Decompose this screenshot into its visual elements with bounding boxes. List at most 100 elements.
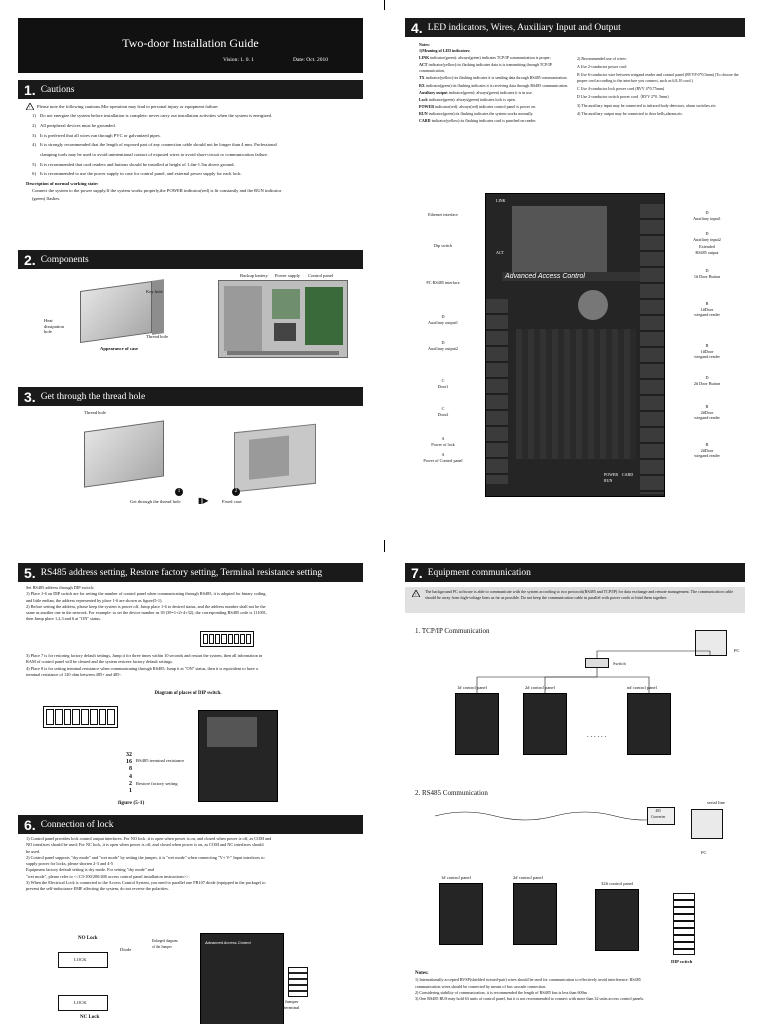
- rs485-line: then Jump place 1,2,3 and 6 at "ON" stat…: [26, 616, 101, 622]
- guide-title: Two-door Installation Guide: [122, 36, 259, 50]
- label-rs485-terminal: RS485 terminal resistance: [136, 758, 185, 763]
- page-gutter-top: [384, 0, 385, 10]
- board-right-label: B 1#Door wiegand reader: [694, 343, 720, 359]
- caution-item: clamping tools may be used to avoid unin…: [26, 151, 356, 158]
- left-terminal-strip: [486, 299, 508, 484]
- rs-panel-1: [439, 883, 483, 945]
- board-brand-label: Advanced Access Control: [502, 272, 642, 281]
- comm-note: 3) One RS485 BUS may hold 63 units of co…: [415, 996, 645, 1002]
- tcp-panel-n: [627, 693, 671, 755]
- label-serial-line: serial line: [707, 800, 725, 805]
- led-card: CARD: [622, 472, 634, 477]
- caution-text: It is preferred that all wires run throu…: [40, 132, 161, 138]
- lock-line: 2) Control panel supports "dry mode" and…: [26, 854, 265, 860]
- comm-note: communication wires should be connected …: [415, 983, 547, 989]
- board-chip: [512, 206, 607, 276]
- case-closed-image: [80, 280, 152, 344]
- normal-state-line-1: Connect the system to the power supply.I…: [32, 188, 282, 194]
- board-right-label: D Auxiliary input2: [693, 231, 721, 242]
- label-backup-battery: Backup battery: [240, 273, 268, 278]
- lock-line: supply power for locks, please shorten 2…: [26, 861, 113, 867]
- led-meaning-name: Auxiliary output: [419, 89, 448, 95]
- section-3-header: 3. Get through the thread hole: [18, 387, 363, 406]
- caution-text: It is recommended to use the power suppl…: [40, 171, 242, 177]
- label-restore-factory: Restore factory setting: [136, 781, 178, 786]
- rs485-title: 2. RS485 Communication: [415, 789, 488, 797]
- led-meaning-name: POWER: [419, 103, 435, 109]
- board-left-label: C Door2: [437, 406, 449, 417]
- label-nc-lock: NC Lock: [80, 1015, 100, 1020]
- board-left-label: PC RS485 interface: [426, 280, 460, 285]
- section-2-header: 2. Components: [18, 250, 363, 269]
- board-left-label: D Auxiliary output2: [428, 340, 458, 351]
- led-meaning: TX indicator(yellow):its flashing indica…: [419, 75, 569, 81]
- label-rs-panel-2: 2# control panel: [513, 875, 543, 880]
- case-thread-image: [84, 420, 164, 488]
- board-right-label: D Auxiliary input1: [693, 210, 721, 221]
- rs485-line: 4) Place 8 is for setting terminal resis…: [26, 665, 258, 671]
- section-6-number: 6.: [24, 816, 36, 833]
- wire-note: 2) Recommended use of wires:: [577, 56, 627, 61]
- guide-version: Vision: 1. 0. 1: [223, 57, 254, 63]
- section-4-title: LED indicators, Wires, Auxiliary Input a…: [427, 22, 621, 33]
- figure-caption: figure (5-1): [118, 800, 145, 806]
- normal-state-line-2: (green) flashes.: [32, 195, 61, 201]
- dip-weight: 2: [129, 780, 132, 787]
- dip-weight: 8: [129, 766, 132, 773]
- led-meanings: 1)Meaning of LED indicators:LINK indicat…: [419, 48, 569, 124]
- caution-number: 2): [32, 122, 36, 128]
- rs485-line: same as another one in the network. For …: [26, 610, 267, 616]
- board-left-label: A Power of Control panel: [423, 452, 463, 463]
- caution-number: 1): [32, 113, 36, 119]
- board-right-label: Extended RS485 output: [695, 244, 719, 255]
- caution-number: 3): [32, 132, 36, 138]
- label-control-panel: Control panel: [308, 273, 334, 278]
- caution-text: It is recommended that card readers and …: [40, 161, 235, 167]
- section-6-header: 6. Connection of lock: [18, 815, 363, 834]
- led-meaning: 1)Meaning of LED indicators:: [419, 48, 569, 54]
- wire-note: A Use 2-conductor power cord: [577, 64, 627, 70]
- dip-switch-vertical: [673, 893, 695, 955]
- rs485-text-2: 3) Place 7 is for restoring factory defa…: [26, 653, 358, 678]
- rs485-text-1: Set RS485 address through DIP switch:1) …: [26, 585, 358, 623]
- caution-item: 1)Do not energize the system before inst…: [26, 112, 356, 119]
- warning-icon-2: !: [412, 590, 420, 597]
- led-meaning: Auxiliary output indicator(green): alway…: [419, 90, 569, 96]
- label-appearance: Appearance of case: [100, 346, 139, 351]
- control-board: Advanced Access Control LINK ACT POWER R…: [485, 193, 665, 497]
- led-notes-left: Notes: 1)Meaning of LED indicators:LINK …: [419, 42, 569, 125]
- caution-text: clamping tools may be used to avoid unin…: [40, 152, 269, 158]
- dip-board-image: [198, 710, 278, 802]
- section-1-header: 1. Cautions: [18, 80, 363, 99]
- dip-weight: 32: [126, 752, 132, 758]
- lock-line: Equipment factory default setting is dry…: [26, 867, 154, 873]
- board-right-label: D 1# Door Button: [693, 268, 721, 279]
- tcp-panel-2: [523, 693, 567, 755]
- led-meaning: Lock indicator(green): always(green) ind…: [419, 97, 569, 103]
- led-meaning: POWER indicator(red): always(red) indica…: [419, 104, 569, 110]
- led-run: RUN: [604, 478, 613, 483]
- lock-line: be used.: [26, 848, 41, 854]
- lock-line: NO interfaces should be used; For NC loc…: [26, 842, 264, 848]
- caution-item: 5)It is recommended that card readers an…: [26, 161, 356, 168]
- rs485-line: terminal resistance of 120 ohm between 4…: [26, 671, 122, 677]
- led-meaning-name: RUN: [419, 110, 428, 116]
- label-enlarged: Enlarged diagram of the Jumper: [152, 939, 178, 949]
- wire-note: B Use 6-conductor wire between wiegand r…: [577, 72, 739, 84]
- section-7-number: 7.: [411, 564, 423, 581]
- label-pc-2: PC: [701, 850, 707, 855]
- label-lock-2: LOCK: [74, 1000, 87, 1005]
- case-fixed-image: [234, 423, 316, 493]
- section-5-header: 5. RS485 address setting, Restore factor…: [18, 563, 363, 582]
- page-gutter-bottom: [384, 540, 385, 552]
- led-act: ACT: [496, 250, 504, 255]
- warning-text: The background PC software is able to co…: [425, 589, 734, 600]
- lock-line: 1) Control panel provides lock control o…: [26, 836, 272, 841]
- led-meaning-text: indicator(yellow):its flashing indicates…: [430, 118, 537, 124]
- board-left-label: D Auxiliary output1: [428, 314, 458, 325]
- section-3-title: Get through the thread hole: [40, 391, 146, 402]
- label-step-1: Get through the thread hole: [130, 499, 181, 504]
- section-6-title: Connection of lock: [40, 819, 114, 830]
- label-lock-1: LOCK: [74, 957, 87, 962]
